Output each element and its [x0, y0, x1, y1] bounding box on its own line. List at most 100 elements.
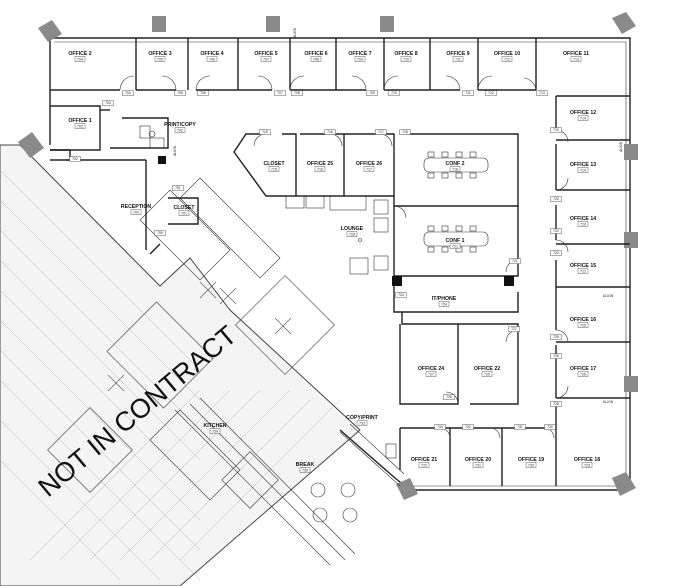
door-number: 710 [391, 91, 397, 95]
door-tag: 715 [259, 129, 271, 135]
door-tag: 721 [509, 258, 521, 264]
room-number-tag [581, 462, 593, 468]
room-name: OFFICE 19 [518, 457, 544, 463]
room-name: OFFICE 15 [570, 263, 596, 269]
door-tag: 701 [172, 185, 184, 191]
room-number: 725 [484, 372, 490, 376]
door-tag: 711 [462, 90, 474, 96]
room-number-tag [452, 56, 464, 62]
room-number: 703 [77, 124, 83, 128]
door-tag: 700 [154, 230, 166, 236]
room-name: CONF 2 [445, 161, 464, 167]
door-tag: 726 [443, 394, 455, 400]
door-tag: 724 [395, 292, 407, 298]
door-number: 706 [200, 91, 206, 95]
align-note: ALIGN [603, 400, 614, 404]
room-number: 708 [313, 57, 319, 61]
door-tag: 719 [550, 127, 562, 133]
room-name: OFFICE 24 [418, 366, 444, 372]
room-name: OFFICE 17 [570, 366, 596, 372]
room-number: 715 [271, 167, 277, 171]
door-tag: 731 [514, 424, 526, 430]
door-tag: 727 [508, 326, 520, 332]
door-number: 722 [553, 229, 559, 233]
door-tag: 732 [462, 424, 474, 430]
room-name: PRINT/COPY [164, 122, 196, 128]
door-number: 733 [437, 425, 443, 429]
room-name: OFFICE 2 [68, 51, 91, 57]
room-number-tag [438, 301, 450, 307]
room-name: OFFICE 9 [446, 51, 469, 57]
room-number: 702 [177, 128, 183, 132]
room-name: OFFICE 11 [563, 51, 589, 57]
room-name: OFFICE 20 [465, 457, 491, 463]
room-number: 729 [584, 463, 590, 467]
room-name: OFFICE 7 [348, 51, 371, 57]
door-number: 726 [446, 395, 452, 399]
room-number: 726 [580, 372, 586, 376]
room-number-tag [299, 467, 311, 473]
room-name: OFFICE 16 [570, 317, 596, 323]
room-name: OFFICE 6 [304, 51, 327, 57]
room-number: 716 [317, 167, 323, 171]
room-number: 712 [504, 57, 510, 61]
door-tag: 733 [434, 424, 446, 430]
room-name: OFFICE 22 [474, 366, 500, 372]
room-number-tag [570, 56, 582, 62]
room-number: 706 [209, 57, 215, 61]
door-number: 700 [157, 231, 163, 235]
door-tag: 712 [485, 90, 497, 96]
room-name: OFFICE 4 [200, 51, 223, 57]
room-number: 713 [573, 57, 579, 61]
door-number: 726 [553, 354, 559, 358]
room-number-tag [174, 127, 186, 133]
align-note: ALIGN [603, 294, 614, 298]
room-number-tag [178, 210, 190, 216]
door-number: 728 [553, 402, 559, 406]
room-number: 736 [302, 468, 308, 472]
room-number-tag [260, 56, 272, 62]
door-tag: 706 [197, 90, 209, 96]
room-number: 722 [580, 269, 586, 273]
door-tag: 716 [324, 129, 336, 135]
room-number-tag [577, 322, 589, 328]
room-number: 731 [475, 463, 481, 467]
room-number-tag [577, 268, 589, 274]
door-tag: 725 [550, 334, 562, 340]
door-number: 708 [294, 91, 300, 95]
room-number-tag [501, 56, 513, 62]
door-tag: 702 [69, 156, 81, 162]
room-name: CONF 1 [445, 238, 464, 244]
door-number: 703 [105, 101, 111, 105]
door-number: 716 [327, 130, 333, 134]
door-number: 705 [177, 91, 183, 95]
door-tag: 718 [399, 129, 411, 135]
door-number: 707 [277, 91, 283, 95]
door-number: 718 [402, 130, 408, 134]
room-number-tag [354, 56, 366, 62]
door-tag: 730 [544, 424, 556, 430]
room-number: 720 [580, 222, 586, 226]
room-number-tag [418, 462, 430, 468]
room-number-tag [363, 166, 375, 172]
door-number: 704 [125, 91, 131, 95]
